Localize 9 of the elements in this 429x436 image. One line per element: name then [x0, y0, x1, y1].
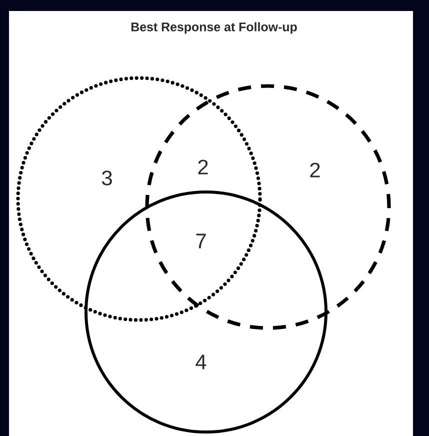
- venn-circle: [16, 76, 262, 322]
- venn-circle: [84, 190, 328, 434]
- region-count: 7: [196, 234, 206, 248]
- region-count: 3: [102, 170, 112, 186]
- region-count: 2: [198, 160, 208, 174]
- region-count: 4: [196, 354, 206, 370]
- region-count: 2: [310, 162, 320, 178]
- chart-title: Best Response at Follow-up: [131, 22, 297, 34]
- venn-circle: [145, 84, 391, 330]
